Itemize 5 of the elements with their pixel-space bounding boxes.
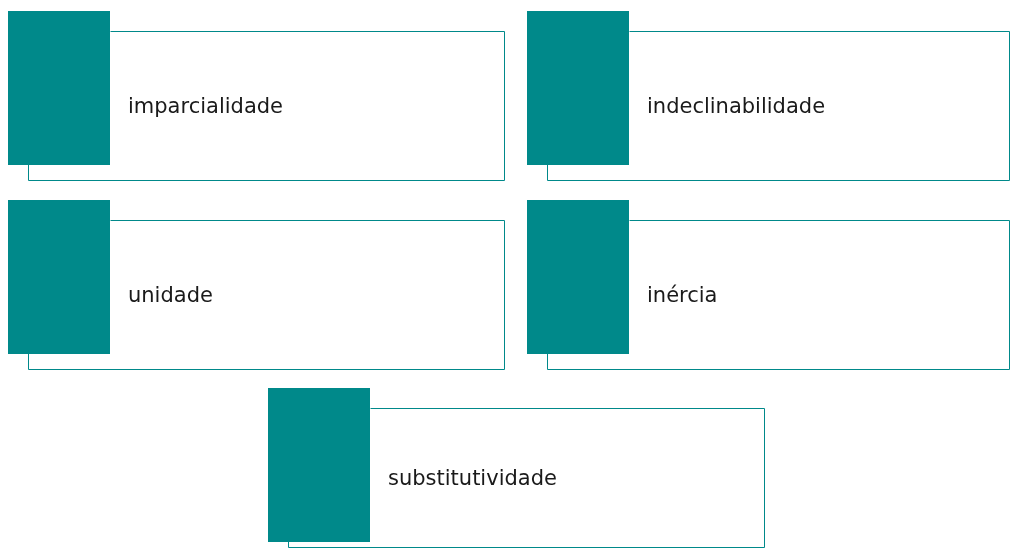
card-label: indeclinabilidade [647,94,826,118]
card-label: imparcialidade [128,94,284,118]
card-label: substitutividade [388,466,557,490]
card-label: inércia [647,283,718,307]
card-label: unidade [128,283,213,307]
